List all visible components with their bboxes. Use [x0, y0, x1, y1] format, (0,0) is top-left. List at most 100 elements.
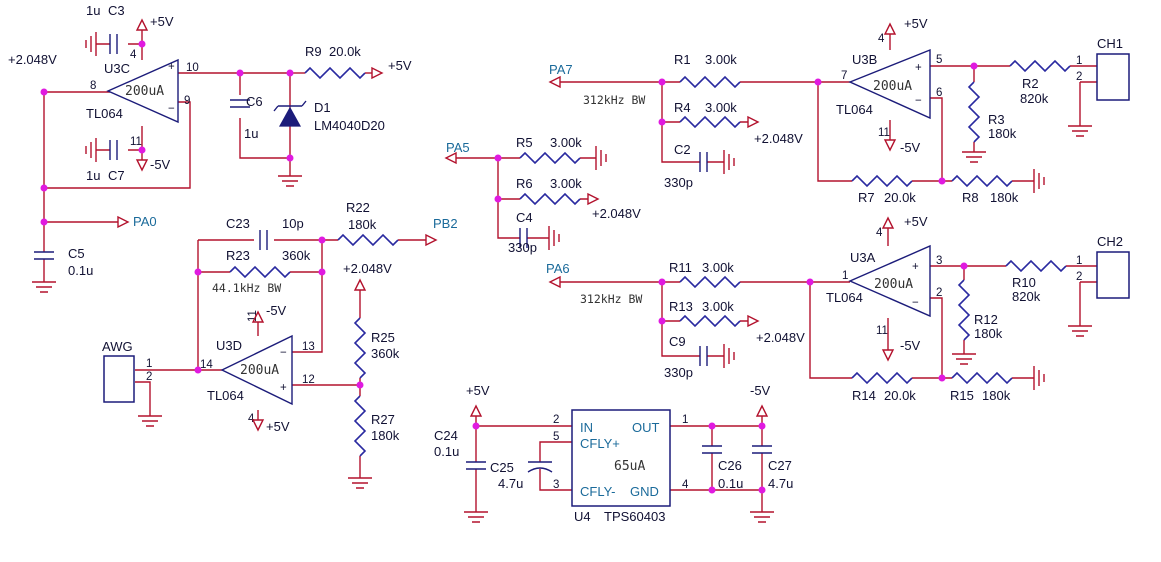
c7-ref: C7	[108, 168, 125, 183]
u3c-part: TL064	[86, 106, 123, 121]
r6-vref: +2.048V	[592, 206, 641, 221]
svg-text:2: 2	[1076, 71, 1082, 83]
r1-value: 3.00k	[705, 52, 737, 67]
r6-value: 3.00k	[550, 176, 582, 191]
svg-text:4: 4	[248, 413, 255, 425]
svg-text:8: 8	[90, 80, 96, 92]
r7-ref: R7	[858, 190, 875, 205]
r22-ref: R22	[346, 200, 370, 215]
v2048-label-topleft: +2.048V	[8, 52, 57, 67]
c2-value: 330p	[664, 175, 693, 190]
r11-ref: R11	[669, 260, 692, 275]
u4-vp: +5V	[466, 383, 490, 398]
d1-part: LM4040D20	[314, 118, 385, 133]
u3c-vp: +5V	[150, 14, 174, 29]
r5-ref: R5	[516, 135, 533, 150]
r27-ref: R27	[371, 412, 395, 427]
pa5-block: PA5 R5 3.00k R6 3.00k +2.048V C4 330p	[445, 135, 641, 255]
svg-text:3: 3	[553, 479, 559, 491]
r13-vref: +2.048V	[756, 330, 805, 345]
u3d-block: − + 200uA U3D TL064 13 12 14 4 11 -5V +5…	[102, 200, 458, 489]
u4-pin-cfly-plus: CFLY+	[580, 436, 620, 451]
ch2-connector[interactable]	[1096, 251, 1130, 299]
r6-ref: R6	[516, 176, 533, 191]
r3-ref: R3	[988, 112, 1005, 127]
ch1-connector[interactable]	[1096, 53, 1130, 101]
r4-ref: R4	[674, 100, 691, 115]
u3a-part: TL064	[826, 290, 863, 305]
u3a-block: PA6 312kHz BW R11 3.00k R13 3.00k +2.048…	[546, 214, 1130, 403]
u4-pin-out: OUT	[632, 420, 660, 435]
r8-value: 180k	[990, 190, 1019, 205]
svg-text:12: 12	[302, 374, 315, 386]
c4-ref: C4	[516, 210, 533, 225]
r13-value: 3.00k	[702, 299, 734, 314]
r12-value: 180k	[974, 326, 1003, 341]
svg-text:1: 1	[842, 270, 848, 282]
c9-ref: C9	[669, 334, 686, 349]
u3a-vp: +5V	[904, 214, 928, 229]
r14-ref: R14	[852, 388, 876, 403]
r8-ref: R8	[962, 190, 979, 205]
svg-text:1: 1	[1076, 255, 1082, 267]
u3c-triangle	[106, 58, 179, 124]
r23-ref: R23	[226, 248, 250, 263]
svg-text:11: 11	[247, 310, 259, 322]
c6-ref: C6	[246, 94, 263, 109]
r4-value: 3.00k	[705, 100, 737, 115]
c3-value: 1u	[86, 3, 100, 18]
net-pa0[interactable]: PA0	[133, 214, 157, 229]
r7-value: 20.0k	[884, 190, 916, 205]
r25-vref: +2.048V	[343, 261, 392, 276]
c6-value: 1u	[244, 126, 258, 141]
r9-ref: R9	[305, 44, 322, 59]
u3a-vn: -5V	[900, 338, 921, 353]
r5-value: 3.00k	[550, 135, 582, 150]
u3d-vn: -5V	[266, 303, 287, 318]
awg-connector[interactable]	[103, 355, 135, 403]
svg-text:4: 4	[130, 49, 137, 61]
bw-note-pa6: 312kHz BW	[580, 292, 642, 306]
net-pb2[interactable]: PB2	[433, 216, 458, 231]
c25-value: 4.7u	[498, 476, 523, 491]
c9-value: 330p	[664, 365, 693, 380]
r9-vp: +5V	[388, 58, 412, 73]
u3d-triangle	[220, 334, 293, 406]
ch1-ref: CH1	[1097, 36, 1123, 51]
u3a-current: 200uA	[874, 277, 913, 292]
awg-ref: AWG	[102, 339, 133, 354]
svg-text:+: +	[280, 382, 287, 394]
net-pa7[interactable]: PA7	[549, 62, 573, 77]
svg-text:1: 1	[1076, 55, 1082, 67]
svg-text:4: 4	[876, 227, 883, 239]
u4-current: 65uA	[614, 459, 645, 474]
svg-text:−: −	[280, 347, 287, 359]
r22-value: 180k	[348, 217, 377, 232]
r25-ref: R25	[371, 330, 395, 345]
svg-text:2: 2	[1076, 271, 1082, 283]
svg-text:9: 9	[184, 95, 190, 107]
svg-text:14: 14	[200, 359, 213, 371]
svg-text:1: 1	[146, 358, 152, 370]
c27-value: 4.7u	[768, 476, 793, 491]
r3-value: 180k	[988, 126, 1017, 141]
u3c-block: + − 200uA U3C TL064 10 9 8 4 11 1u C3 1u…	[8, 3, 412, 293]
svg-text:13: 13	[302, 341, 315, 353]
net-pa5[interactable]: PA5	[446, 140, 470, 155]
svg-text:11: 11	[876, 325, 888, 337]
net-pa6[interactable]: PA6	[546, 261, 570, 276]
u3b-vn: -5V	[900, 140, 921, 155]
r27-value: 180k	[371, 428, 400, 443]
u4-pin-in: IN	[580, 420, 593, 435]
svg-text:2: 2	[553, 414, 559, 426]
c3-ref: C3	[108, 3, 125, 18]
svg-text:2: 2	[936, 287, 942, 299]
ch2-ref: CH2	[1097, 234, 1123, 249]
c24-ref: C24	[434, 428, 458, 443]
c7-value: 1u	[86, 168, 100, 183]
r23-value: 360k	[282, 248, 311, 263]
u3d-part: TL064	[207, 388, 244, 403]
svg-text:10: 10	[186, 62, 199, 74]
c2-ref: C2	[674, 142, 691, 157]
r25-value: 360k	[371, 346, 400, 361]
